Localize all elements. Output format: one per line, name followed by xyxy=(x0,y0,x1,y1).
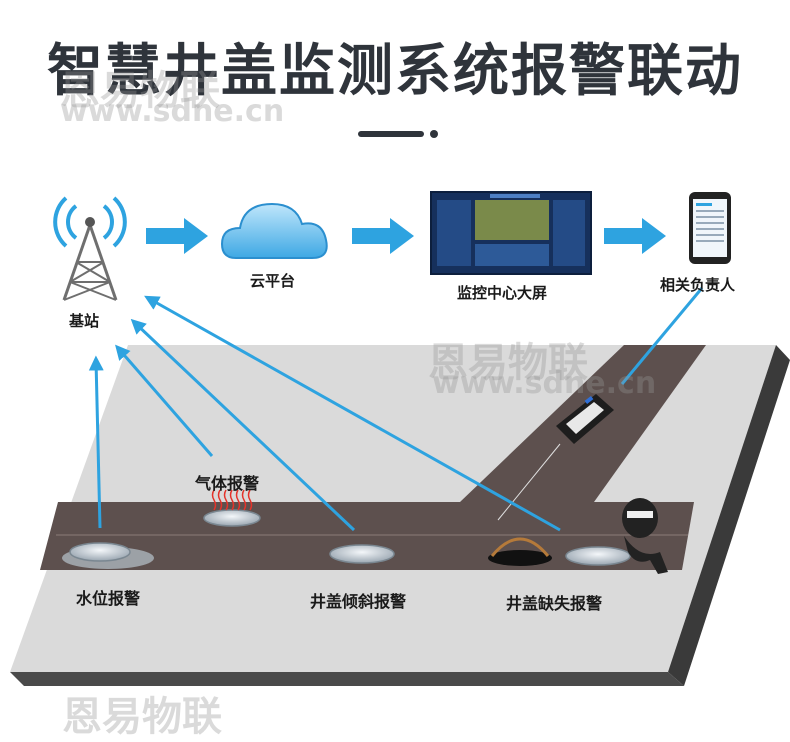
watermark-url-mid: www.sdne.cn xyxy=(432,366,657,401)
tilt-alarm-label: 井盖倾斜报警 xyxy=(310,592,407,611)
watermark-url-top: www.sdne.cn xyxy=(60,94,285,129)
phone-to-car-line xyxy=(620,287,704,385)
missing-alarm-label: 井盖缺失报警 xyxy=(506,594,603,613)
page-title: 智慧井盖监测系统报警联动 xyxy=(47,39,743,104)
water-level-manhole-icon xyxy=(62,542,154,569)
gas-alarm-label: 气体报警 xyxy=(195,474,260,493)
base-station-label: 基站 xyxy=(69,312,100,330)
cloud-platform-icon xyxy=(220,202,328,259)
missing-manhole-icon xyxy=(488,537,631,566)
title-underline-dot xyxy=(430,130,438,138)
tilt-manhole-icon xyxy=(329,544,395,564)
watermark-cn-bottom: 恩易物联 xyxy=(62,694,222,740)
water-alarm-label: 水位报警 xyxy=(76,589,141,608)
phone-icon xyxy=(689,192,731,264)
alarm-signal-lines xyxy=(88,295,561,532)
watermark-cn-mid: 恩易物联 xyxy=(428,340,588,386)
watermark-cn-top: 恩易物联 xyxy=(60,68,220,114)
responsible-label: 相关负责人 xyxy=(660,276,736,294)
base-station-tower-icon xyxy=(53,196,127,301)
gas-manhole-icon xyxy=(203,489,261,527)
thief-icon xyxy=(622,498,668,574)
monitor-screen-icon xyxy=(430,191,592,275)
cloud-platform-label: 云平台 xyxy=(250,272,296,290)
diagram-scene xyxy=(10,191,790,686)
police-car-icon xyxy=(556,394,614,444)
flow-arrows xyxy=(146,218,666,254)
monitor-label: 监控中心大屏 xyxy=(457,284,548,302)
title-underline xyxy=(358,131,424,137)
